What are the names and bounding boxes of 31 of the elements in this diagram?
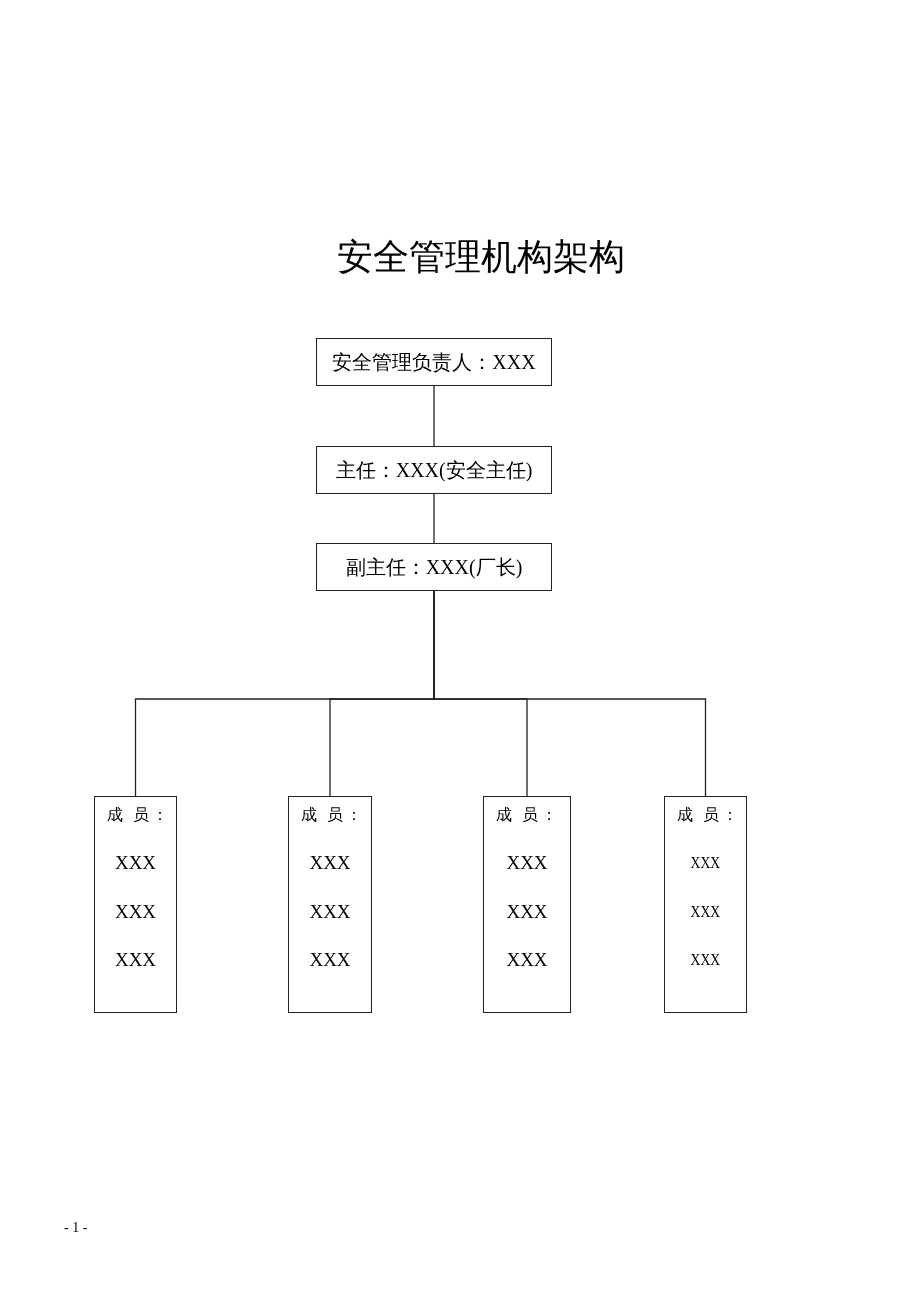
member-heading: 成 员： (677, 806, 741, 823)
member-name: XXX (690, 902, 721, 922)
member-name: XXX (114, 901, 157, 922)
member-name: XXX (690, 950, 721, 970)
org-box (316, 543, 552, 591)
page-number: - 1 - (64, 1219, 88, 1237)
connector-line (433, 590, 707, 797)
member-box (288, 796, 372, 1013)
member-name: XXX (506, 901, 548, 922)
box-label: 副主任：XXX(厂长) (345, 555, 523, 579)
org-box (316, 338, 552, 386)
member-heading: 成 员： (496, 806, 560, 823)
member-name: XXX (114, 852, 157, 873)
member-box (664, 796, 747, 1013)
member-name: XXX (690, 853, 721, 873)
member-name: XXX (114, 949, 157, 970)
connector-line (433, 385, 435, 447)
member-name: XXX (309, 949, 351, 970)
member-name: XXX (309, 852, 351, 873)
member-box (483, 796, 571, 1013)
box-label: 安全管理负责人：XXX (332, 350, 536, 374)
member-box (94, 796, 177, 1013)
org-box (316, 446, 552, 494)
member-name: XXX (506, 852, 548, 873)
member-heading: 成 员： (107, 806, 171, 823)
member-name: XXX (506, 949, 548, 970)
member-name: XXX (309, 901, 351, 922)
connector-line (433, 493, 435, 544)
title: 安全管理机构架构 (337, 236, 625, 277)
member-heading: 成 员： (301, 806, 365, 823)
box-label: 主任：XXX(安全主任) (335, 458, 533, 482)
